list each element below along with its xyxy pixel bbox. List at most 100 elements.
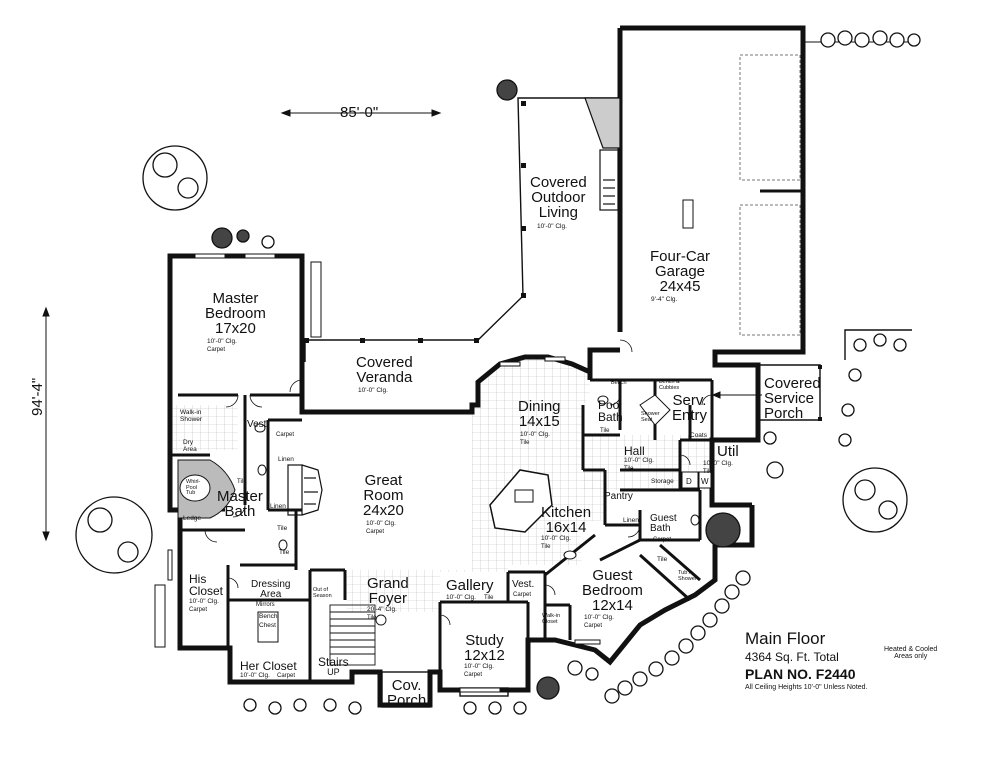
room-name: Dressing xyxy=(251,579,291,590)
ceiling-label: 10'-0" Clg. xyxy=(446,594,476,601)
room-size: 12x14 xyxy=(592,597,633,614)
room-her-closet: Her Closet xyxy=(240,659,297,673)
ceiling-label: 10'-0" Clg. xyxy=(624,457,654,464)
room-name: Cov. xyxy=(391,677,422,694)
tile-label: Tile xyxy=(277,525,288,532)
room-name: Closet xyxy=(189,584,224,598)
finish-label: Carpet xyxy=(277,673,296,679)
room-name: Grand xyxy=(367,575,409,592)
chest-label: Chest xyxy=(259,622,276,629)
finish-label: Tile xyxy=(541,544,551,550)
room-name: Bedroom xyxy=(205,305,266,322)
room-name: Dining xyxy=(518,398,561,415)
landscaping xyxy=(75,30,921,715)
overall-width-label: 85'-0" xyxy=(340,104,379,121)
ceiling-label: 10'-0" Clg. xyxy=(464,663,494,670)
room-storage: Storage xyxy=(651,478,674,485)
room-guest-bedroom: Guest Bedroom 12x14 xyxy=(582,568,643,613)
room-covered-service-porch: Covered Service Porch xyxy=(764,376,821,421)
plan-number: PLAN NO. F2440 xyxy=(745,666,856,682)
finish-label: Tile xyxy=(703,469,713,475)
linen-label: Linen xyxy=(623,517,639,524)
finish-label: Carpet xyxy=(207,347,226,353)
room-master-bath: Master Bath xyxy=(217,489,263,519)
room-size: 24x45 xyxy=(659,278,701,295)
room-name: Stairs xyxy=(318,655,349,669)
ceiling-note: All Ceiling Heights 10'-0" Unless Noted. xyxy=(745,684,868,691)
room-name: Porch xyxy=(387,692,427,709)
room-size: 24x20 xyxy=(363,502,404,519)
room-serv-entry: Serv. Entry xyxy=(672,393,707,423)
ceiling-label: 10'-0" Clg. xyxy=(703,460,733,467)
hedge-rows xyxy=(154,261,322,648)
room-name: Room xyxy=(363,487,404,504)
room-size: 14x15 xyxy=(518,413,560,430)
ceiling-label: 20'-4" Clg. xyxy=(367,606,397,613)
ceiling-label: 10'-0" Clg. xyxy=(541,535,571,542)
dry-area-label: Dry Area xyxy=(183,439,197,453)
room-name: Bath xyxy=(598,410,623,424)
room-grand-foyer: Grand Foyer xyxy=(367,576,409,606)
room-name: Foyer xyxy=(368,590,408,607)
room-great-room: Great Room 24x20 xyxy=(363,473,404,518)
finish-label: Tile xyxy=(520,440,530,446)
staircase xyxy=(329,604,387,666)
room-name: Kitchen xyxy=(541,504,592,521)
washer-label: W xyxy=(701,477,709,486)
dryer-label: D xyxy=(686,477,692,486)
room-name: Bath xyxy=(650,523,671,534)
room-name: Study xyxy=(465,632,504,649)
finish-label: Tile xyxy=(367,615,377,621)
out-of-season-label: Out of Season xyxy=(313,587,332,599)
room-dressing-area: Dressing Area xyxy=(251,580,290,600)
finish-label: Carpet xyxy=(189,607,208,613)
ceiling-label: 9'-4" Clg. xyxy=(651,296,678,303)
plumbing-fixtures xyxy=(254,394,712,560)
room-name: Entry xyxy=(672,407,708,424)
room-name: Serv. xyxy=(672,392,707,409)
room-vest-front: Vest. xyxy=(512,579,535,590)
room-name: Garage xyxy=(654,263,706,280)
room-name: Bedroom xyxy=(582,582,643,599)
room-name: Four-Car xyxy=(650,248,711,265)
square-footage: 4364 Sq. Ft. Total xyxy=(745,650,839,664)
room-vest-master: Vest. xyxy=(247,419,270,430)
room-name: Great xyxy=(364,472,403,489)
ceiling-label: 10'-0" Clg. xyxy=(537,223,567,230)
finish-label: Carpet xyxy=(276,432,295,438)
finish-label: Carpet xyxy=(464,672,483,678)
drawing-title: Main Floor xyxy=(745,629,826,648)
finish-label: Carpet xyxy=(653,537,672,543)
porch-outlines xyxy=(304,97,912,708)
room-name: UP xyxy=(327,667,340,677)
shower-seat-label: Shower Seat xyxy=(641,411,660,423)
whirlpool-tub xyxy=(177,459,236,519)
dimension-lines xyxy=(42,109,762,542)
ceiling-label: 10'-0" Clg. xyxy=(584,614,614,621)
room-his-closet: His Closet xyxy=(189,573,223,597)
finish-label: Tile xyxy=(484,595,494,601)
ceiling-label: 10'-0" Clg. xyxy=(207,338,237,345)
room-gallery: Gallery xyxy=(446,577,494,594)
room-covered-outdoor-living: Covered Outdoor Living xyxy=(530,175,587,220)
room-name: Guest xyxy=(592,567,633,584)
room-hall: Hall xyxy=(624,444,645,458)
room-study: Study 12x12 xyxy=(464,633,505,663)
dressing-bench xyxy=(257,611,279,643)
whirlpool-label: Whirl-Pool Tub xyxy=(186,479,201,496)
overall-depth-label: 94'-4" xyxy=(29,377,46,416)
room-dining: Dining 14x15 xyxy=(518,399,561,429)
exterior-walls xyxy=(167,25,806,708)
stairs-label: Stairs UP xyxy=(318,656,349,677)
room-name: Service xyxy=(764,390,815,407)
tile-floor xyxy=(168,357,713,612)
room-name: Covered xyxy=(356,354,413,371)
interior-walls xyxy=(168,378,714,682)
room-size: 16x14 xyxy=(545,519,587,536)
room-cov-porch: Cov. Porch xyxy=(387,678,426,708)
finish-label: Carpet xyxy=(584,623,603,629)
tile-label: Tile xyxy=(279,549,290,556)
finish-label: Mirrors xyxy=(256,602,275,608)
